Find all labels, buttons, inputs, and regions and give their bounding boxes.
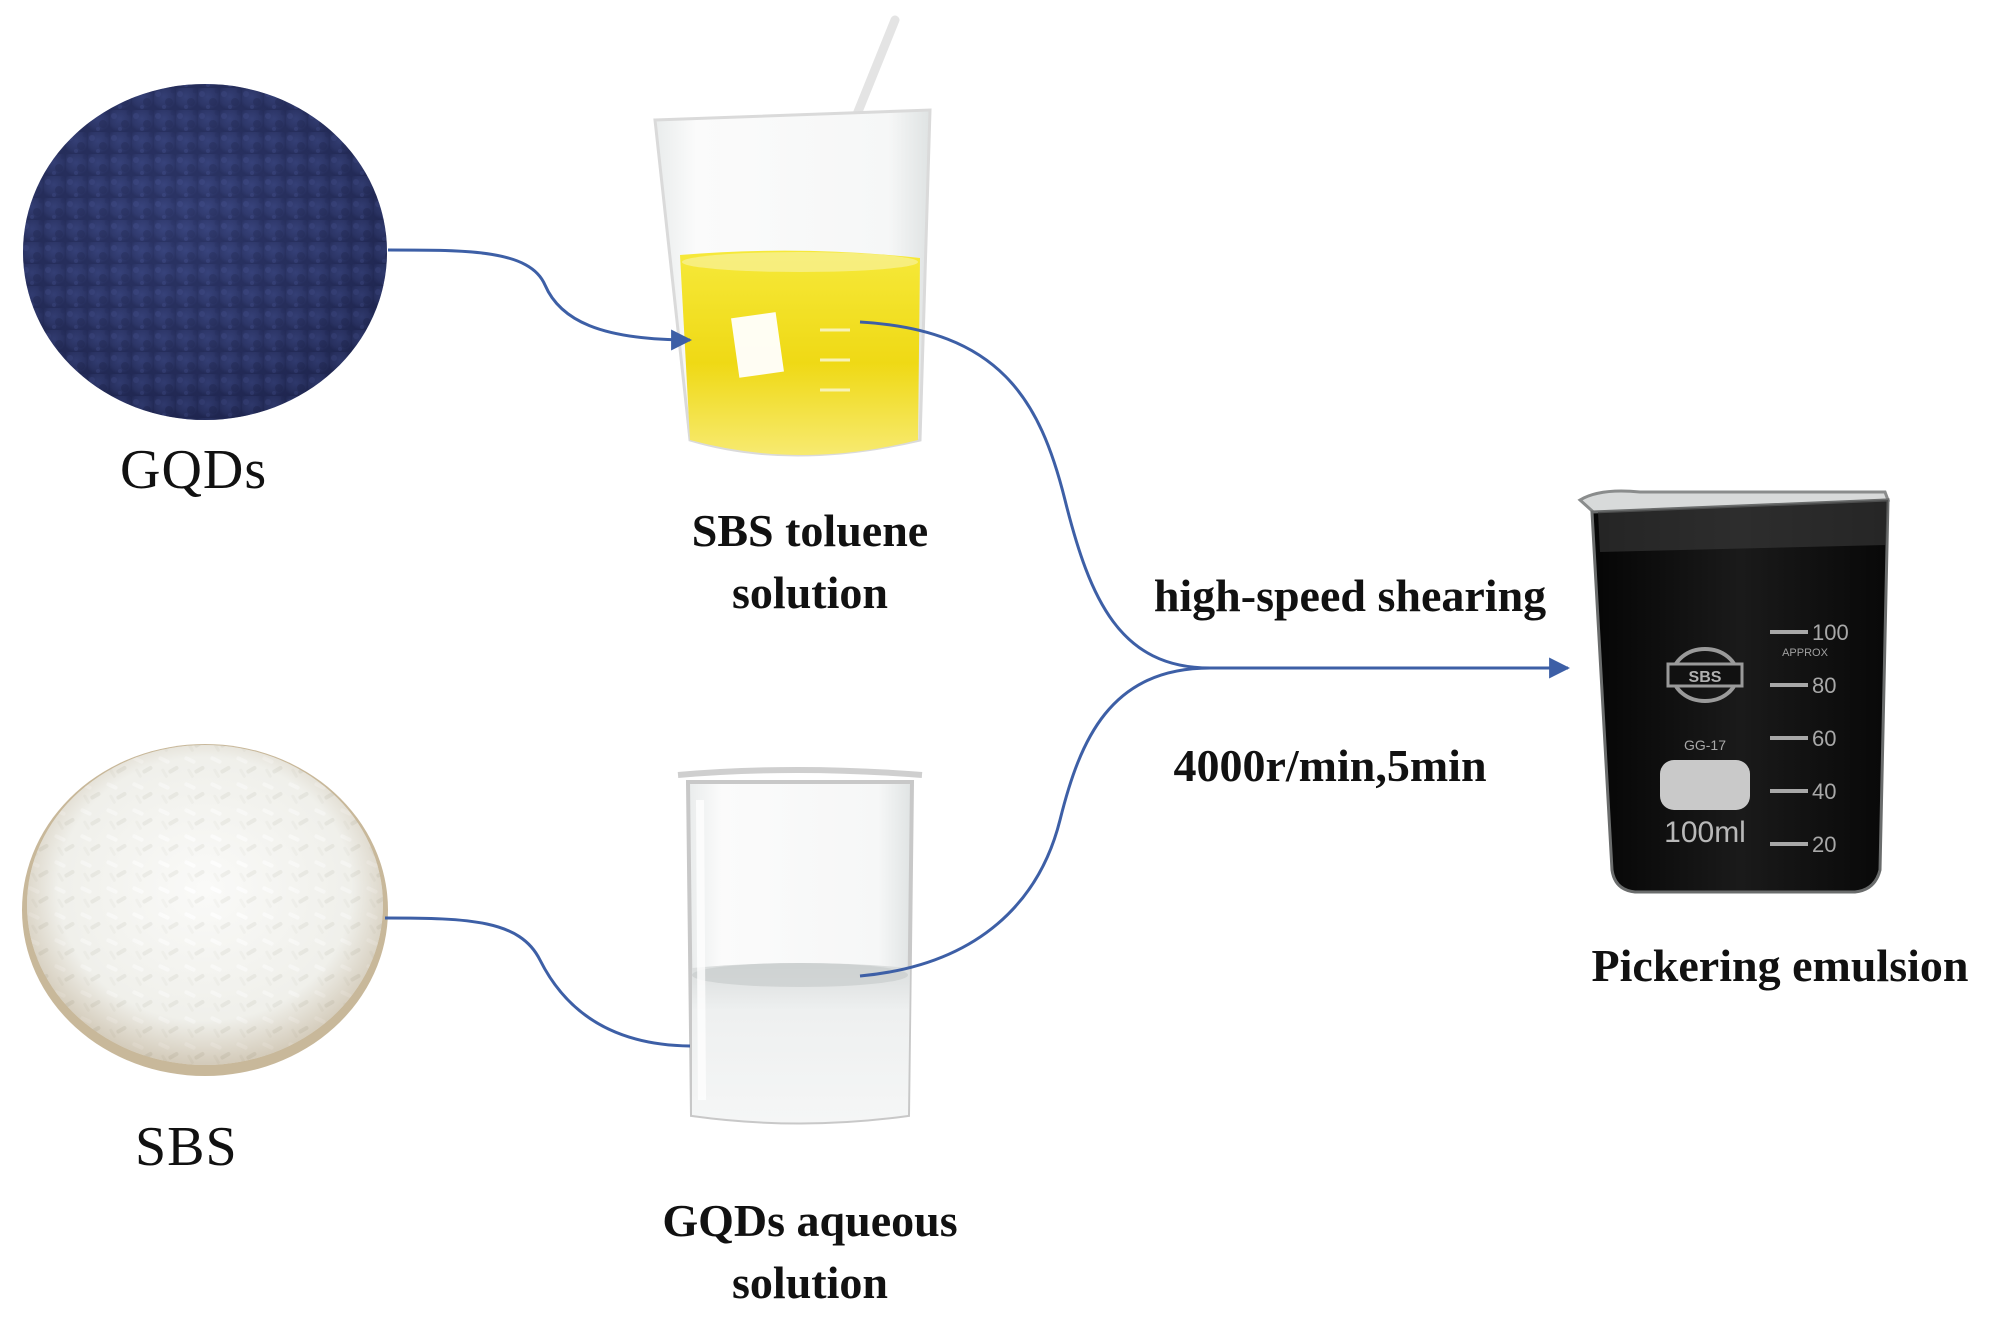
beaker-brand-text: SBS: [1689, 669, 1722, 686]
arrow-aqueous-to-merge: [859, 666, 1211, 978]
pickering-emulsion-beaker-image: SBS GG-17 100ml APPROX 100 80 60 40 20: [1577, 489, 1891, 894]
sbs-label: SBS: [135, 1116, 238, 1178]
gqds-aqueous-solution-label: GQDs aqueous solution: [600, 1190, 1020, 1314]
sbs-toluene-beaker-image: [653, 15, 932, 457]
beaker-model-text: GG-17: [1684, 737, 1726, 753]
gqds-label: GQDs: [120, 439, 268, 501]
pickering-emulsion-label: Pickering emulsion: [1591, 940, 1969, 991]
beaker-approx-text: APPROX: [1782, 647, 1829, 659]
sbs-toluene-line1: SBS toluene: [691, 505, 929, 556]
process-label: high-speed shearing: [1153, 570, 1547, 621]
gqds-aqueous-line2: solution: [732, 1257, 888, 1308]
gqds-powder-image: [23, 84, 387, 420]
beaker-brand-emblem: SBS: [1666, 647, 1744, 703]
conditions-label: 4000r/min,5min: [1173, 740, 1487, 791]
gqds-aqueous-beaker-image: [677, 767, 923, 1125]
arrow-gqds-to-toluene: [387, 248, 693, 351]
beaker-volume-text: 100ml: [1664, 816, 1746, 849]
graduation-label: 80: [1812, 673, 1836, 698]
graduation-label: 40: [1812, 779, 1836, 804]
graduation-label: 60: [1812, 726, 1836, 751]
arrow-toluene-to-merge: [859, 320, 1211, 670]
sbs-pellets-image: [22, 744, 388, 1076]
arrow-sbs-to-aqueous: [384, 916, 691, 1048]
sbs-toluene-line2: solution: [732, 567, 888, 618]
beaker-graduations: 100 80 60 40 20: [1770, 620, 1849, 857]
sbs-toluene-solution-label: SBS toluene solution: [620, 500, 1000, 624]
gqds-aqueous-line1: GQDs aqueous: [662, 1195, 958, 1246]
graduation-label: 100: [1812, 620, 1849, 645]
graduation-label: 20: [1812, 832, 1836, 857]
flow-arrows: [384, 248, 1571, 1048]
